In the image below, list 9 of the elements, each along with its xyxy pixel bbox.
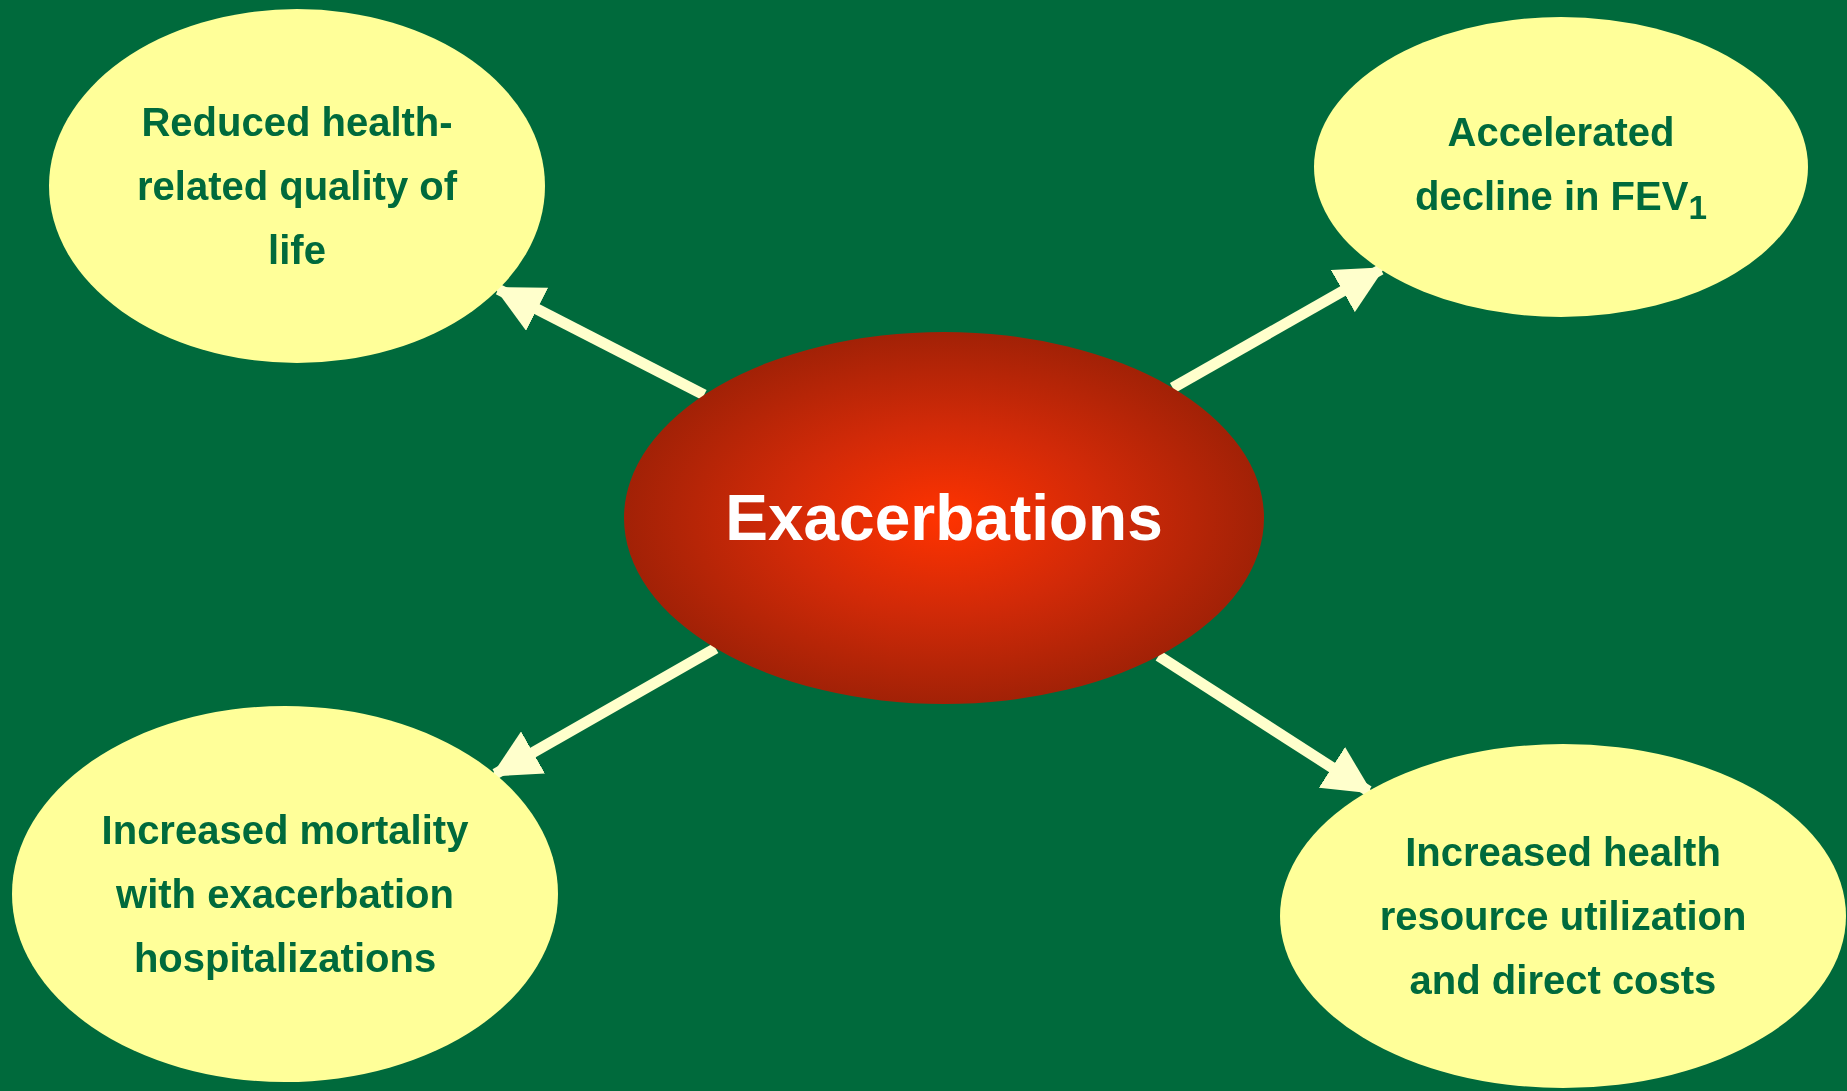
- node-label: Increased health resource utilization and direct costs: [1378, 829, 1748, 1004]
- node-label: Exacerbations: [725, 480, 1163, 556]
- arrow: [1169, 264, 1385, 393]
- node-label: Reduced health-related quality of life: [135, 99, 459, 274]
- node-label: Accelerated decline in FEV$_{1}$: [1414, 108, 1708, 228]
- arrow: [1155, 651, 1373, 796]
- node-label: Increased mortality with exacerbation hospitalizations: [100, 807, 470, 982]
- arrow: [491, 643, 719, 779]
- arrow: [494, 284, 707, 400]
